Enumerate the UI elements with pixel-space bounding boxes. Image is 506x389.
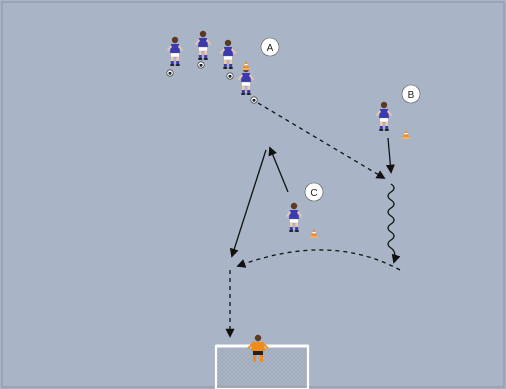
label-a: A: [261, 38, 279, 56]
svg-text:A: A: [267, 43, 274, 54]
ball-icon: [198, 62, 204, 68]
label-c: C: [305, 183, 323, 201]
ball-icon: [227, 73, 233, 79]
ball-icon: [167, 70, 173, 76]
svg-text:C: C: [310, 188, 317, 199]
label-b: B: [402, 85, 420, 103]
svg-text:B: B: [408, 90, 415, 101]
ball-icon: [251, 97, 257, 103]
